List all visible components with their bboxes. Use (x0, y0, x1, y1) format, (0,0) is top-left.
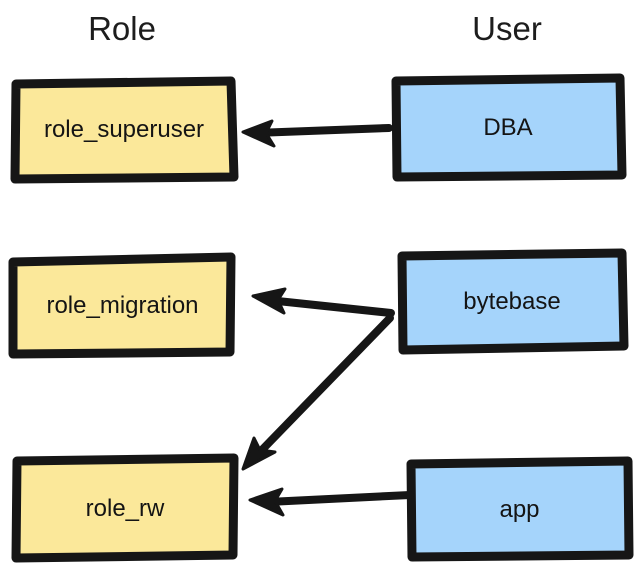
edge-dba-to-role-superuser (241, 119, 393, 148)
node-role-superuser[interactable]: role_superuser (10, 76, 239, 184)
node-dba[interactable]: DBA (390, 73, 627, 182)
edge-app-to-role-rw (248, 487, 414, 517)
node-app-shape (406, 456, 634, 562)
node-role-rw[interactable]: role_rw (10, 453, 240, 563)
column-header-role: Role (88, 10, 156, 47)
edge-bytebase-to-role-rw (241, 314, 394, 471)
node-bytebase-shape (397, 248, 629, 355)
node-app[interactable]: app (406, 456, 634, 562)
edge-bytebase-to-role-migration (251, 287, 395, 317)
node-role-migration[interactable]: role_migration (7, 252, 238, 359)
node-role-rw-shape (11, 453, 239, 563)
column-header-user: User (472, 10, 542, 47)
node-bytebase[interactable]: bytebase (396, 248, 629, 355)
node-dba-shape (391, 73, 627, 182)
node-role-superuser-shape (10, 76, 239, 184)
node-role-migration-shape (8, 252, 236, 359)
